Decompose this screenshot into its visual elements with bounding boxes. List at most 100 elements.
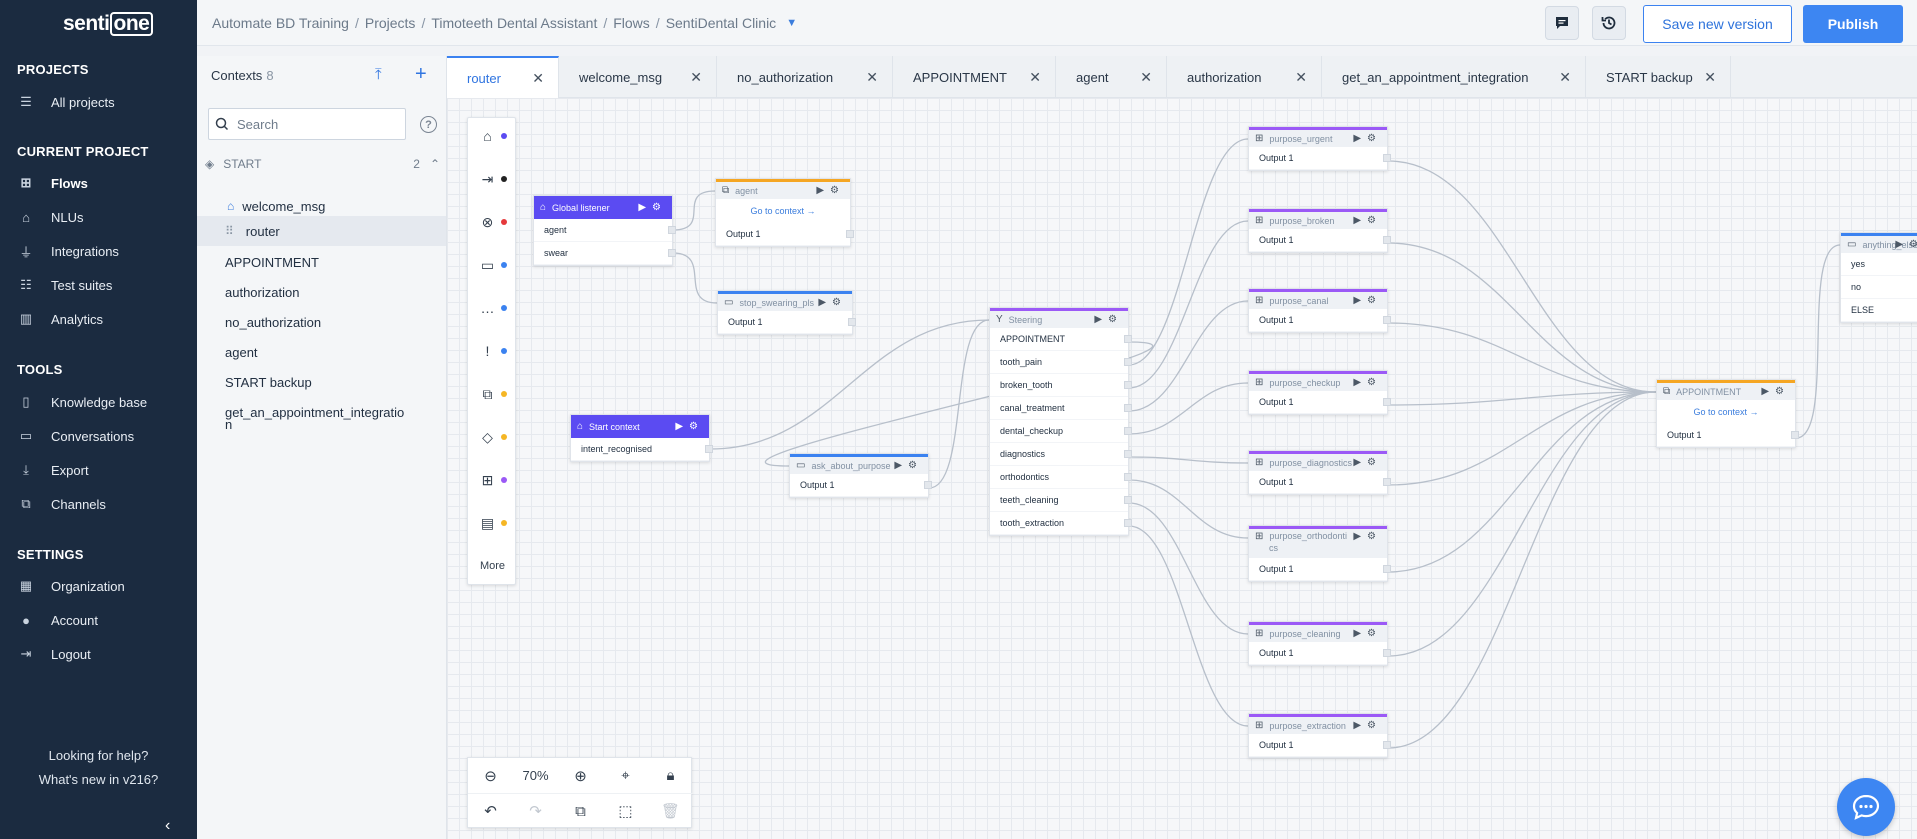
node-header[interactable]: ⧉agent▶⚙ <box>716 179 850 199</box>
flow-node-start-context[interactable]: ⌂Start context▶⚙intent_recognised <box>570 414 713 462</box>
play-icon[interactable]: ▶ <box>1094 314 1109 325</box>
palette-block[interactable]: ◇ <box>468 422 517 452</box>
play-icon[interactable]: ▶ <box>1353 133 1368 144</box>
nav-export[interactable]: ⤓Export <box>17 459 88 481</box>
search-input[interactable] <box>237 116 397 132</box>
gear-icon[interactable]: ⚙ <box>832 297 847 308</box>
play-icon[interactable]: ▶ <box>1353 215 1368 226</box>
play-icon[interactable]: ▶ <box>1761 386 1776 397</box>
output-port[interactable] <box>1383 236 1391 244</box>
palette-block[interactable]: ⇥ <box>468 164 517 194</box>
output-port[interactable] <box>1383 154 1391 162</box>
delete-icon[interactable]: 🗑︎ <box>660 803 681 820</box>
flow-node-purpose-cleaning[interactable]: ⊞purpose_cleaning▶⚙Output 1 <box>1248 621 1391 666</box>
output-port[interactable] <box>1124 404 1132 412</box>
palette-block[interactable]: ▤ <box>468 508 517 538</box>
context-item[interactable]: no_authorization <box>197 307 446 337</box>
chat-support-button[interactable] <box>1837 778 1895 836</box>
nav-test-suites[interactable]: ☷Test suites <box>17 274 112 296</box>
node-header[interactable]: ⊞purpose_diagnostics▶⚙ <box>1249 451 1387 471</box>
context-item[interactable]: ⌂welcome_msg <box>197 191 446 221</box>
gear-icon[interactable]: ⚙ <box>830 185 845 196</box>
gear-icon[interactable]: ⚙ <box>1367 531 1382 542</box>
collapse-sidebar-icon[interactable]: ‹ <box>165 817 171 834</box>
output-port[interactable] <box>705 445 713 453</box>
output-port[interactable] <box>924 481 932 489</box>
nav-organization[interactable]: ▦Organization <box>17 575 125 597</box>
close-tab-icon[interactable]: ✕ <box>1559 68 1571 85</box>
close-tab-icon[interactable]: ✕ <box>1704 68 1716 85</box>
output-port[interactable] <box>1124 473 1132 481</box>
palette-block[interactable]: … <box>468 293 517 323</box>
lock-icon[interactable]: 🔒︎ <box>666 767 675 784</box>
play-icon[interactable]: ▶ <box>1353 457 1368 468</box>
node-header[interactable]: ⊞purpose_extraction▶⚙ <box>1249 714 1387 734</box>
output-port[interactable] <box>1383 398 1391 406</box>
play-icon[interactable]: ▶ <box>1353 720 1368 731</box>
node-header[interactable]: ⊞purpose_cleaning▶⚙ <box>1249 622 1387 642</box>
undo-icon[interactable]: ↶ <box>484 803 497 820</box>
breadcrumb-item[interactable]: Flows <box>613 15 650 31</box>
node-header[interactable]: ⌂Start context▶⚙ <box>571 415 709 438</box>
gear-icon[interactable]: ⚙ <box>1367 295 1382 306</box>
output-port[interactable] <box>1124 427 1132 435</box>
go-to-context-link[interactable]: Go to context → <box>750 206 816 216</box>
node-header[interactable]: ⌂Global listener▶⚙ <box>534 196 672 219</box>
gear-icon[interactable]: ⚙ <box>1367 215 1382 226</box>
output-port[interactable] <box>1383 478 1391 486</box>
close-tab-icon[interactable]: ✕ <box>532 69 544 86</box>
breadcrumb-item[interactable]: Timoteeth Dental Assistant <box>431 15 598 31</box>
gear-icon[interactable]: ⚙ <box>1909 239 1917 250</box>
zoom-in-icon[interactable]: ⊕ <box>574 767 587 785</box>
save-new-version-button[interactable]: Save new version <box>1643 5 1792 43</box>
play-icon[interactable]: ▶ <box>1353 295 1368 306</box>
upload-icon[interactable]: ⤒ <box>375 66 382 83</box>
output-port[interactable] <box>1124 335 1132 343</box>
palette-block[interactable]: ! <box>468 336 517 366</box>
node-header[interactable]: ⊞purpose_checkup▶⚙ <box>1249 371 1387 391</box>
tab-authorization[interactable]: authorization✕ <box>1167 56 1322 98</box>
palette-block[interactable]: ▭ <box>468 250 517 280</box>
gear-icon[interactable]: ⚙ <box>1367 628 1382 639</box>
context-item[interactable]: agent <box>197 337 446 367</box>
start-group[interactable]: ◈ START 2 ⌃ <box>205 157 440 171</box>
output-port[interactable] <box>1383 565 1391 573</box>
gear-icon[interactable]: ⚙ <box>908 460 923 471</box>
flow-node-purpose-broken[interactable]: ⊞purpose_broken▶⚙Output 1 <box>1248 208 1391 253</box>
help-link[interactable]: Looking for help? <box>48 748 149 763</box>
play-icon[interactable]: ▶ <box>1353 377 1368 388</box>
nav-channels[interactable]: ⧉Channels <box>17 493 106 515</box>
output-port[interactable] <box>1124 450 1132 458</box>
palette-block[interactable]: ⧉ <box>468 379 517 409</box>
whats-new-link[interactable]: What's new in v216? <box>38 772 159 787</box>
output-port[interactable] <box>1383 316 1391 324</box>
close-tab-icon[interactable]: ✕ <box>1029 68 1041 85</box>
nav-logout[interactable]: ⇥Logout <box>17 643 91 665</box>
flow-node-agent[interactable]: ⧉agent▶⚙Go to context →Output 1 <box>715 178 854 247</box>
more-blocks-button[interactable]: More <box>479 560 506 572</box>
node-header[interactable]: ▭stop_swearing_pls▶⚙ <box>718 291 852 311</box>
nav-integrations[interactable]: ⏚Integrations <box>17 240 118 262</box>
gear-icon[interactable]: ⚙ <box>652 202 667 213</box>
output-port[interactable] <box>1383 649 1391 657</box>
nav-knowledge-base[interactable]: ▯Knowledge base <box>17 391 147 413</box>
node-header[interactable]: ⊞purpose_canal▶⚙ <box>1249 289 1387 309</box>
close-tab-icon[interactable]: ✕ <box>1140 68 1152 85</box>
gear-icon[interactable]: ⚙ <box>1108 314 1123 325</box>
output-port[interactable] <box>668 249 676 257</box>
publish-button[interactable]: Publish <box>1803 5 1903 43</box>
nav-analytics[interactable]: ▥Analytics <box>17 308 103 330</box>
redo-icon[interactable]: ↷ <box>529 803 542 820</box>
tab-get-an-appointment-integration[interactable]: get_an_appointment_integration✕ <box>1322 56 1586 98</box>
output-port[interactable] <box>848 318 856 326</box>
play-icon[interactable]: ▶ <box>818 297 833 308</box>
tab-router[interactable]: router✕ <box>447 56 559 98</box>
play-icon[interactable]: ▶ <box>638 202 653 213</box>
nav-flows[interactable]: ⊞Flows <box>17 172 88 194</box>
close-tab-icon[interactable]: ✕ <box>866 68 878 85</box>
